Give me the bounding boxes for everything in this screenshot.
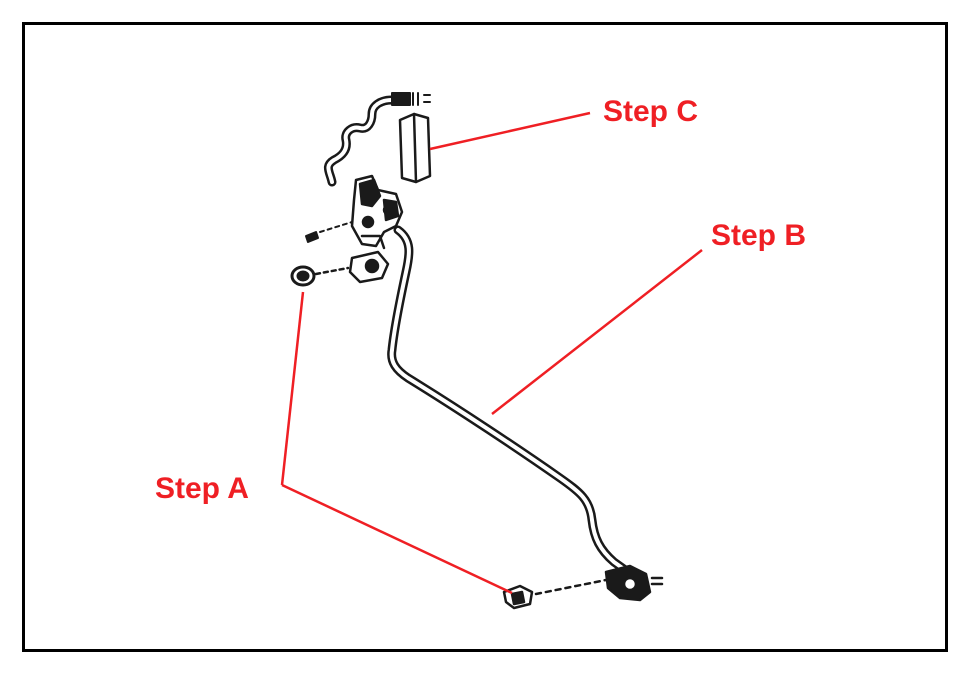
callout-line-b — [491, 249, 703, 415]
step-a-label: Step A — [155, 472, 249, 505]
lower-bolt — [502, 578, 608, 610]
step-c-label: Step C — [603, 95, 699, 128]
cable-end-connector — [391, 92, 431, 106]
callout-line-c — [429, 111, 591, 151]
rubber-block — [398, 112, 432, 184]
grommet-nut — [290, 265, 316, 287]
tube-end-bracket — [604, 564, 664, 602]
diagram-frame — [22, 22, 948, 652]
long-tube — [387, 225, 633, 577]
upper-cable — [323, 95, 397, 187]
callout-line-a2 — [281, 483, 513, 595]
clamp-piece — [314, 250, 390, 284]
callout-line-a1 — [280, 291, 305, 486]
valve-bracket — [350, 174, 404, 250]
callout-lines — [280, 111, 703, 595]
step-b-label: Step B — [711, 219, 807, 252]
bracket-bolt — [305, 221, 353, 243]
